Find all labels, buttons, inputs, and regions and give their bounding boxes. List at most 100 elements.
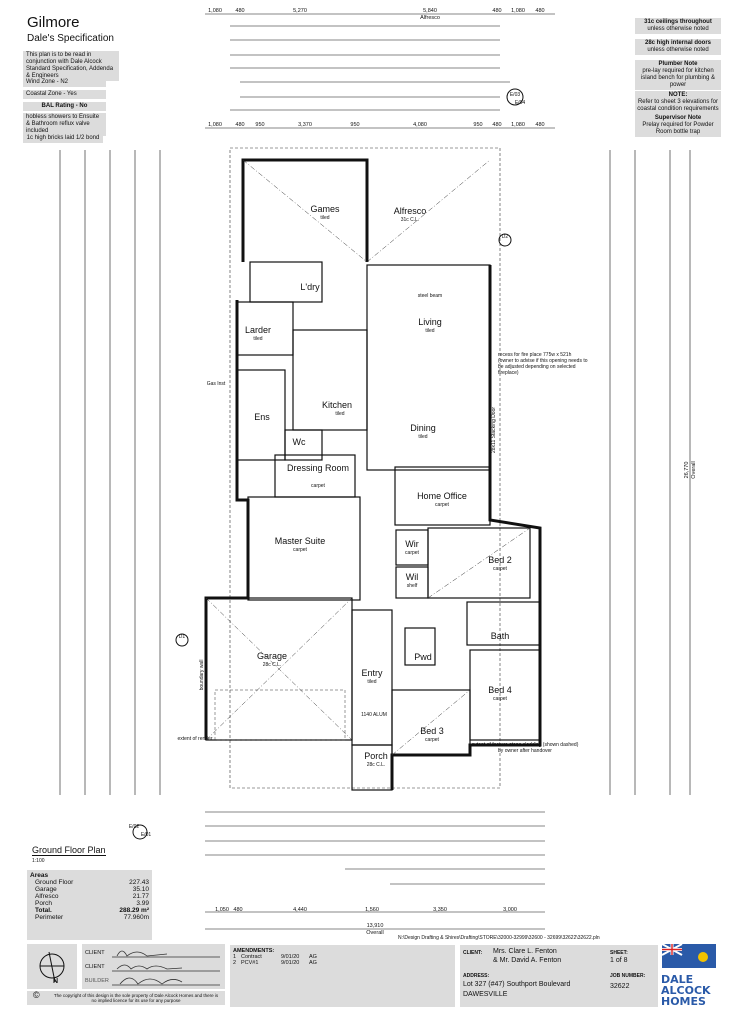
area-label: Porch bbox=[35, 900, 52, 907]
plan-spec: Dale's Specification bbox=[27, 33, 114, 44]
boundary-wall-note: boundary wall bbox=[199, 660, 205, 691]
amendment-row: 2 PCV#1 9/01/20 AG bbox=[233, 960, 452, 966]
room-finish: shelf bbox=[407, 583, 418, 589]
ceiling-lines bbox=[205, 159, 531, 756]
logo-line: ALCOCK bbox=[661, 984, 711, 997]
perimeter-value: 77.960m bbox=[123, 914, 149, 921]
note-title: Plumber Note bbox=[658, 61, 698, 67]
room-bed3: Bed 3 bbox=[420, 726, 444, 736]
amendment-desc: PCV#1 bbox=[241, 960, 259, 966]
dim-bottom-6: 3,000 bbox=[503, 907, 517, 913]
note-wind-zone: Wind Zone - N2 bbox=[23, 78, 106, 87]
room-powder: Pwd bbox=[414, 652, 432, 662]
plan-title: Ground Floor Plan bbox=[32, 845, 106, 856]
area-value: 35.10 bbox=[132, 886, 149, 893]
client-signature-label: CLIENT bbox=[85, 950, 105, 956]
room-dining: Dining bbox=[410, 423, 436, 433]
area-value: 227.43 bbox=[129, 879, 149, 886]
room-finish: carpet bbox=[435, 502, 450, 508]
elevation-markers: E/03E/04 D2 D1 E/02E/01 bbox=[129, 88, 526, 840]
room-wir: Wir bbox=[405, 539, 419, 549]
dim-top-6: 1,080 bbox=[511, 8, 525, 14]
room-finish: tiled bbox=[335, 411, 344, 417]
room-finish: carpet bbox=[493, 696, 508, 702]
dim-tb-7: 950 bbox=[473, 122, 482, 128]
room-finish: carpet bbox=[425, 737, 440, 743]
room-finish: 31c C.L. bbox=[401, 217, 420, 223]
note-bal: BAL Rating - No bbox=[23, 102, 106, 111]
marker-label: D1 bbox=[179, 634, 186, 640]
signature-box: CLIENT CLIENT BUILDER bbox=[82, 944, 225, 989]
client-name-2: & Mr. David A. Fenton bbox=[493, 957, 562, 964]
note-body: pre-lay required for kitchen island benc… bbox=[640, 68, 716, 88]
fireplace-note: recess for fire place 775w x 521h (owner… bbox=[498, 352, 588, 376]
dim-bottom-5: 3,350 bbox=[433, 907, 447, 913]
amendment-date: 9/01/20 bbox=[281, 960, 300, 966]
address-label: ADDRESS: bbox=[463, 973, 490, 979]
signatures-scribble bbox=[112, 950, 220, 986]
dim-bottom-2: 480 bbox=[233, 907, 242, 913]
room-bed2: Bed 2 bbox=[488, 555, 512, 565]
stone-note: extent of feature stone cladding (shown … bbox=[471, 742, 579, 754]
stone-note-text: extent of feature stone cladding (shown … bbox=[471, 742, 579, 754]
marker-d1 bbox=[175, 633, 189, 647]
area-row: Ground Floor 227.43 bbox=[30, 879, 149, 886]
dim-tb-3: 950 bbox=[255, 122, 264, 128]
dim-bottom-4: 1,560 bbox=[365, 907, 379, 913]
area-value: 3.99 bbox=[136, 900, 149, 907]
areas-heading: Areas bbox=[30, 872, 49, 879]
dim-tb-6: 4,080 bbox=[413, 122, 427, 128]
room-finish: carpet bbox=[493, 566, 508, 572]
logo-line: HOMES bbox=[661, 995, 706, 1008]
room-wc: Wc bbox=[293, 437, 306, 447]
total-label: Total. bbox=[35, 907, 52, 914]
plan-scale: 1:100 bbox=[32, 858, 45, 864]
garage-car-outline bbox=[214, 689, 346, 741]
room-home-office: Home Office bbox=[417, 491, 467, 501]
note-body: unless otherwise noted bbox=[647, 26, 709, 32]
dim-bottom-1: 1,050 bbox=[215, 907, 229, 913]
dim-tb-2: 480 bbox=[235, 122, 244, 128]
client2-signature-label: CLIENT bbox=[85, 964, 105, 970]
sheet-value: 1 of 8 bbox=[610, 957, 628, 964]
amendments-heading: AMENDMENTS: bbox=[233, 948, 275, 954]
note-title: 28c high internal doors bbox=[644, 40, 711, 46]
amendment-date: 9/01/20 bbox=[281, 954, 300, 960]
dim-tb-5: 950 bbox=[350, 122, 359, 128]
total-value: 288.29 m² bbox=[119, 907, 149, 914]
marker-label: E/04 bbox=[515, 100, 526, 106]
area-label: Ground Floor bbox=[35, 879, 74, 886]
room-alfresco: Alfresco bbox=[394, 206, 427, 216]
file-path: N:\Design Drafting & Shires\Drafting\STO… bbox=[398, 935, 600, 941]
dimension-lines bbox=[59, 13, 691, 930]
room-garage: Garage bbox=[257, 651, 287, 661]
room-ensuite: Ens bbox=[254, 412, 270, 422]
dim-tb-10: 480 bbox=[535, 122, 544, 128]
marker-label: D2 bbox=[502, 234, 509, 240]
amendment-by: AG bbox=[309, 960, 317, 966]
area-value: 21.77 bbox=[132, 893, 149, 900]
amendment-by: AG bbox=[309, 954, 317, 960]
note-title: 31c ceilings throughout bbox=[644, 19, 712, 25]
room-finish: tiled bbox=[367, 679, 376, 685]
room-finish: 28c C.L. bbox=[263, 662, 282, 668]
address-line1: Lot 327 (#47) Southport Boulevard bbox=[463, 981, 571, 988]
note-body: Prelay required for Powder Room bottle t… bbox=[642, 122, 714, 135]
plan-name: Gilmore bbox=[27, 14, 80, 31]
amendment-no: 2 bbox=[233, 960, 237, 966]
internal-walls bbox=[205, 261, 541, 791]
dim-top-1: 1,080 bbox=[208, 8, 222, 14]
stacking-door-note: 28x11 Stacking Door bbox=[491, 407, 497, 453]
room-finish: tiled bbox=[418, 434, 427, 440]
site-outline bbox=[229, 147, 501, 789]
note-coastal: Coastal Zone - Yes bbox=[23, 90, 106, 99]
area-label: Garage bbox=[35, 886, 57, 893]
job-label: JOB NUMBER: bbox=[610, 973, 646, 979]
perimeter-label: Perimeter bbox=[35, 914, 64, 921]
